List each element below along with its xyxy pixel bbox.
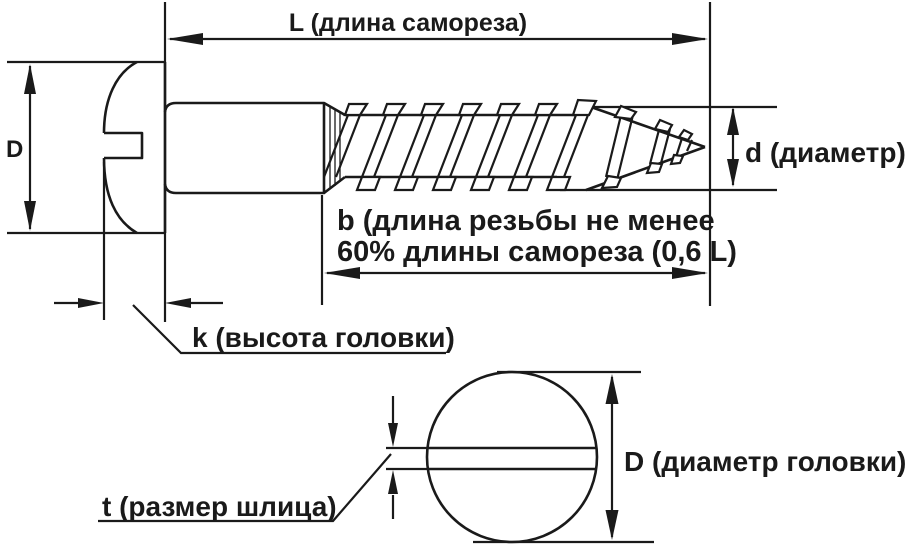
arrowhead-t-lower xyxy=(388,470,398,494)
arrowhead-d-top xyxy=(727,107,739,135)
arrowhead-b-right xyxy=(672,267,708,279)
label-length-L: L (длина самореза) xyxy=(289,9,527,37)
ext-lines-t xyxy=(386,446,429,471)
label-head-diameter-D-top: D (диаметр головки) xyxy=(624,446,906,477)
arrowhead-D-top-view-up xyxy=(605,374,619,404)
screw-head-top-view xyxy=(425,370,599,544)
arrowhead-D-top-view-down xyxy=(605,510,619,540)
arrowhead-d-bottom xyxy=(727,159,739,187)
thread-crests-top xyxy=(343,98,694,142)
dimension-lines xyxy=(7,2,777,544)
head-dome-top xyxy=(102,60,138,134)
arrowhead-L-right xyxy=(672,33,708,45)
label-thread-length-b-line1: b (длина резьбы не менее xyxy=(337,205,715,237)
arrowhead-t-upper xyxy=(388,423,398,447)
leader-k xyxy=(132,304,446,355)
thread-flanks xyxy=(322,110,694,181)
ext-lines-D-side xyxy=(7,60,165,235)
head-circle xyxy=(425,370,599,544)
screw-side-view xyxy=(102,60,706,235)
label-head-diameter-D-side: D xyxy=(6,136,23,163)
shank-outline xyxy=(163,101,326,195)
label-slot-size-t: t (размер шлица) xyxy=(102,491,337,522)
arrowhead-k-left xyxy=(78,298,104,308)
arrowhead-D-bottom xyxy=(24,201,36,231)
arrowhead-b-left xyxy=(324,267,360,279)
leader-t xyxy=(98,453,392,523)
labels: L (длина самореза) D d (диаметр) b (длин… xyxy=(6,9,906,522)
label-thread-length-b-line2: 60% длины самореза (0,6 L) xyxy=(337,236,737,268)
label-head-height-k: k (высота головки) xyxy=(192,322,455,353)
slot-lines xyxy=(427,446,597,471)
arrowhead-L-left xyxy=(167,33,203,45)
arrowhead-k-right xyxy=(165,298,191,308)
label-diameter-d: d (диаметр) xyxy=(745,137,906,168)
arrowhead-D-top xyxy=(24,64,36,94)
thread-crests-bottom xyxy=(355,153,685,192)
head-dome-bottom xyxy=(102,157,138,235)
thread-core-lines xyxy=(345,113,576,179)
head-slot-notch xyxy=(104,131,144,160)
